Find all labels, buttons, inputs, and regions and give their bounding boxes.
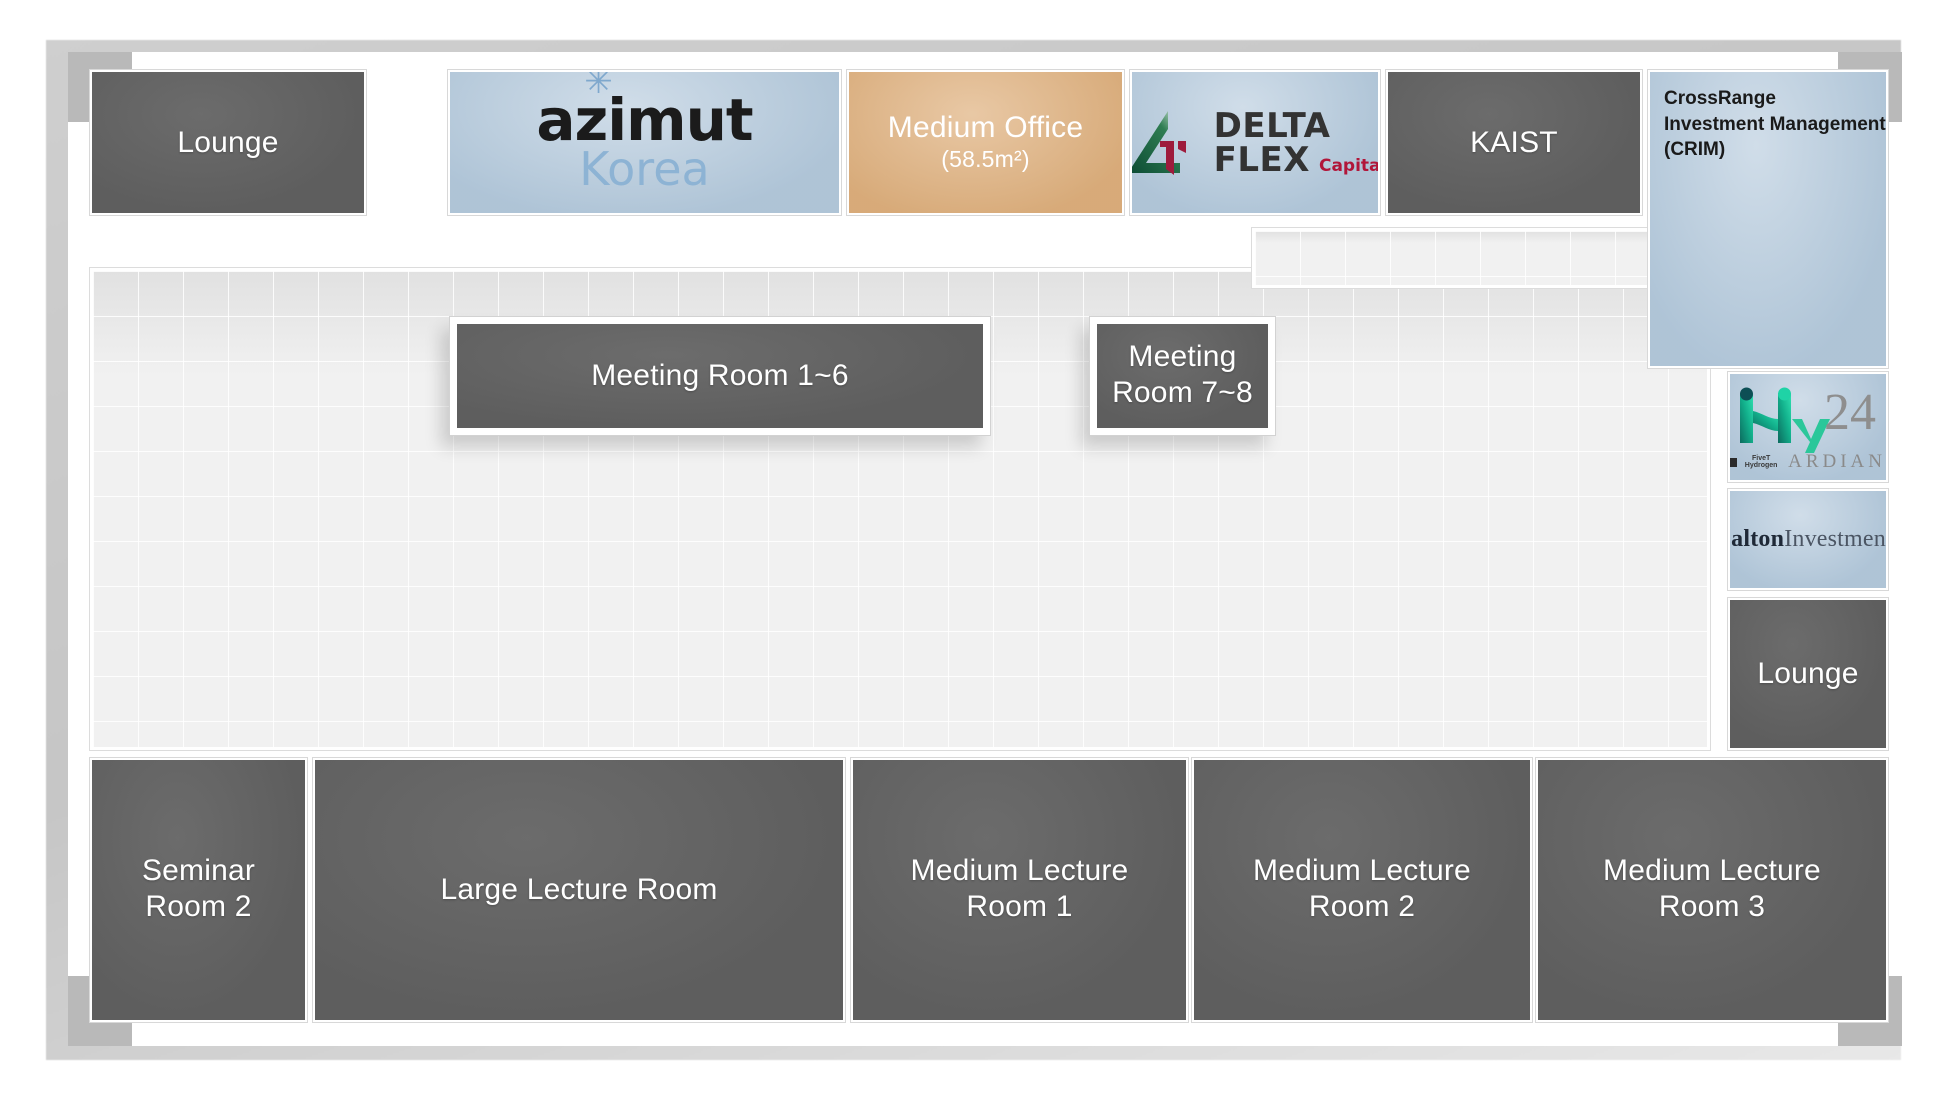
azimut-wordmark-text: azimut <box>536 86 753 155</box>
hy24-mark-icon: 24 <box>1740 384 1876 453</box>
room-label: Medium Lecture Room 1 <box>905 854 1135 925</box>
room-label: Medium Lecture Room 3 <box>1597 854 1827 925</box>
room-dalton-investments[interactable]: DaltonInvestments <box>1727 488 1889 591</box>
room-label: Large Lecture Room <box>440 873 718 907</box>
room-label: Seminar Room 2 <box>136 854 261 925</box>
meeting-7-8-line1: Meeting <box>1128 340 1237 374</box>
delta-flex-line2: FLEX Capital <box>1213 139 1380 180</box>
room-medium-lecture-room-2[interactable]: Medium Lecture Room 2 <box>1191 757 1533 1023</box>
delta-flex-text: DELTA FLEX Capital <box>1213 105 1380 180</box>
seminar-2-line2: Room 2 <box>145 890 252 924</box>
medium-office-area: (58.5m²) <box>941 145 1030 172</box>
room-delta-flex-capital[interactable]: DELTA FLEX Capital <box>1129 69 1381 216</box>
azimut-star-icon: ✳ <box>584 70 612 103</box>
room-large-lecture-room[interactable]: Large Lecture Room <box>312 757 846 1023</box>
seminar-2-line1: Seminar <box>141 854 256 888</box>
medlec-3-line1: Medium Lecture <box>1603 854 1821 888</box>
dalton-bold-word: Dalton <box>1730 526 1785 552</box>
room-meeting-7-8[interactable]: Meeting Room 7~8 <box>1089 316 1276 436</box>
ardian-wordmark: ARDIAN <box>1788 451 1886 472</box>
crossrange-line-1: CrossRange <box>1664 88 1776 109</box>
room-label: KAIST <box>1470 125 1558 159</box>
room-label: Meeting Room 7~8 <box>1106 340 1259 411</box>
dalton-logo: DaltonInvestments <box>1730 526 1886 553</box>
room-seminar-room-2[interactable]: Seminar Room 2 <box>89 757 308 1023</box>
room-medium-lecture-room-3[interactable]: Medium Lecture Room 3 <box>1535 757 1889 1023</box>
room-label: Lounge <box>1757 657 1859 691</box>
crossrange-line-2: Investment Management <box>1664 113 1886 135</box>
delta-flex-logo: DELTA FLEX Capital <box>1132 105 1380 180</box>
crossrange-line-3: (CRIM) <box>1664 139 1726 161</box>
room-label: Medium Office (58.5m²) <box>882 111 1089 173</box>
delta-flex-mark-icon <box>1132 110 1186 175</box>
hy24-subline: FiveT Hydrogen ARDIAN <box>1730 451 1886 473</box>
fivet-hydrogen-byline: FiveT Hydrogen <box>1730 455 1782 469</box>
room-label: Meeting Room 1~6 <box>591 359 849 393</box>
fivet-square-icon <box>1730 457 1738 467</box>
room-medium-lecture-room-1[interactable]: Medium Lecture Room 1 <box>850 757 1189 1023</box>
hy24-logo: 24 FiveT Hydrogen ARDIAN <box>1730 381 1886 473</box>
room-lounge-top-left[interactable]: Lounge <box>89 69 367 216</box>
medlec-1-line2: Room 1 <box>966 890 1073 924</box>
flex-word: FLEX <box>1213 139 1310 180</box>
room-lounge-right[interactable]: Lounge <box>1727 597 1889 751</box>
crossrange-label: CrossRange Investment Management (CRIM) <box>1650 72 1886 163</box>
room-medium-office[interactable]: Medium Office (58.5m²) <box>846 69 1125 216</box>
room-kaist[interactable]: KAIST <box>1385 69 1643 216</box>
fivet-hydrogen-text: FiveT Hydrogen <box>1744 455 1778 469</box>
svg-text:24: 24 <box>1824 384 1876 441</box>
meeting-7-8-line2: Room 7~8 <box>1112 376 1253 410</box>
medlec-3-line2: Room 3 <box>1658 890 1766 924</box>
room-meeting-1-6[interactable]: Meeting Room 1~6 <box>449 316 991 436</box>
room-azimut-korea[interactable]: ✳ azimut Korea <box>447 69 842 216</box>
central-corridor-main <box>89 267 1711 751</box>
medlec-2-line1: Medium Lecture <box>1253 854 1471 888</box>
delta-flex-line1: DELTA <box>1213 105 1378 146</box>
azimut-wordmark: ✳ azimut <box>536 72 753 149</box>
capital-word: Capital <box>1318 155 1380 176</box>
azimut-subbrand: Korea <box>579 142 710 197</box>
medlec-2-line2: Room 2 <box>1308 890 1416 924</box>
room-label: Medium Lecture Room 2 <box>1247 854 1477 925</box>
medlec-1-line1: Medium Lecture <box>910 854 1129 888</box>
room-crossrange-investment-management[interactable]: CrossRange Investment Management (CRIM) <box>1647 69 1889 369</box>
delta-word: DELTA <box>1213 105 1331 146</box>
room-hy24-ardian[interactable]: 24 FiveT Hydrogen ARDIAN <box>1727 371 1889 483</box>
medium-office-name: Medium Office <box>887 111 1084 145</box>
central-corridor-notch <box>1251 227 1711 289</box>
azimut-logo: ✳ azimut Korea <box>450 72 839 213</box>
dalton-regular-word: Investments <box>1784 526 1886 552</box>
room-label: Lounge <box>177 125 279 159</box>
